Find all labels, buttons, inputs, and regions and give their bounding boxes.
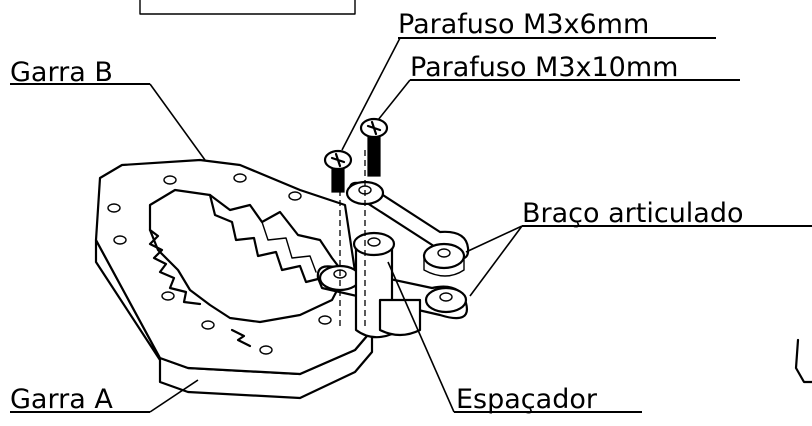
label-garra-a: Garra A (10, 384, 113, 415)
screw-m3x10 (359, 117, 389, 177)
offcut-part (794, 338, 812, 384)
label-braco-articulado: Braço articulado (522, 198, 744, 229)
title-box-fragment (139, 0, 356, 15)
claw-plate (94, 158, 375, 400)
label-garra-b: Garra B (10, 57, 113, 88)
articulated-arms (316, 150, 470, 339)
label-parafuso-m3x6mm: Parafuso M3x6mm (398, 9, 649, 40)
logo-mark (230, 328, 252, 348)
label-parafuso-m3x10mm: Parafuso M3x10mm (410, 52, 678, 83)
label-espacador: Espaçador (456, 384, 598, 415)
screw-m3x6 (323, 149, 353, 193)
leader-lines (149, 37, 523, 413)
